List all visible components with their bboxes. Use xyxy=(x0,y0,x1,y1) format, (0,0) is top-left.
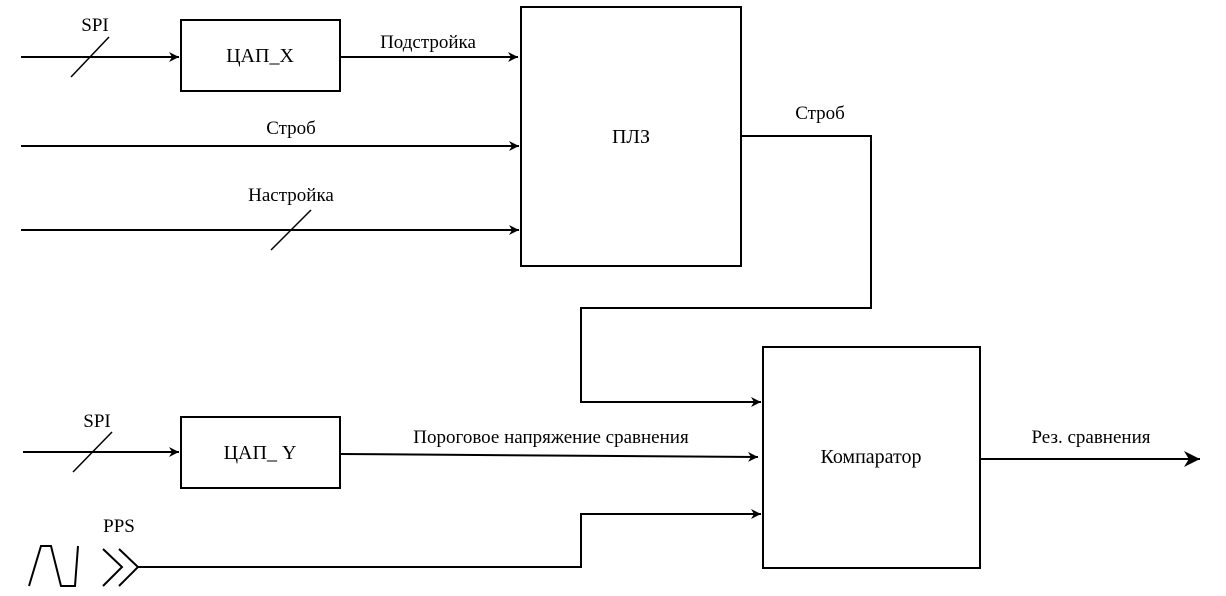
spi-bottom-label: SPI xyxy=(83,411,110,432)
pps-line: PPS xyxy=(28,509,761,587)
dac-y-label: ЦАП_ Y xyxy=(224,442,297,464)
comparator-block: Компаратор xyxy=(762,346,981,569)
pld-label: ПЛЗ xyxy=(612,126,650,148)
threshold-label: Пороговое напряжение сравнения xyxy=(413,427,689,448)
dac-x-label: ЦАП_X xyxy=(226,45,294,67)
setup-line: Настройка xyxy=(21,185,519,251)
dac-y-block: ЦАП_ Y xyxy=(180,416,341,489)
spi-top-label: SPI xyxy=(81,15,108,36)
setup-label: Настройка xyxy=(248,185,334,206)
spi-top-line: SPI xyxy=(21,15,179,78)
spi-bottom-line: SPI xyxy=(23,411,179,473)
result-label: Рез. сравнения xyxy=(1031,427,1150,448)
tuning-line: Подстройка xyxy=(340,32,518,62)
comparator-label: Компаратор xyxy=(820,446,921,468)
pld-block: ПЛЗ xyxy=(520,6,742,267)
pulse-waveform-icon xyxy=(28,545,79,587)
result-line: Рез. сравнения xyxy=(980,427,1200,467)
strobe-in-line: Строб xyxy=(21,118,519,151)
bus-slash xyxy=(270,209,312,251)
bus-slash xyxy=(72,431,113,473)
threshold-line: Пороговое напряжение сравнения xyxy=(339,427,759,462)
strobe-out-label: Строб xyxy=(795,103,845,124)
tuning-label: Подстройка xyxy=(380,32,476,53)
strobe-in-label: Строб xyxy=(266,118,316,139)
pps-label: PPS xyxy=(103,516,135,537)
double-chevron-icon xyxy=(102,548,124,587)
dac-x-block: ЦАП_X xyxy=(180,19,341,92)
strobe-out-line: Строб xyxy=(580,103,872,407)
bus-slash xyxy=(70,36,110,78)
